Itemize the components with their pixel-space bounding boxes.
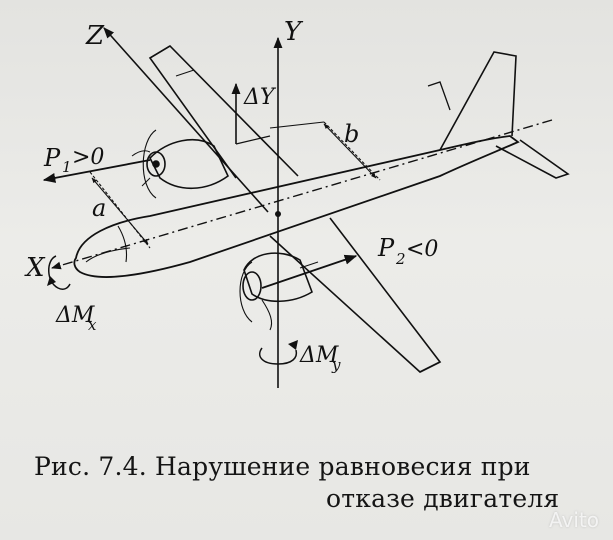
delta-y-label: ΔY [243, 85, 277, 110]
x-axis-label: X [24, 253, 46, 283]
thrust-vector-p2 [261, 254, 358, 289]
dimension-a [89, 171, 151, 249]
p1-label: P 1 >0 [43, 144, 104, 176]
horizontal-stabilizer [495, 139, 570, 179]
dimension-a-label: a [92, 194, 106, 222]
p2-label: P 2 <0 [377, 234, 438, 268]
p1-symbol: P [43, 144, 61, 172]
p2-subscript: 2 [395, 250, 406, 268]
center-of-mass [275, 211, 281, 217]
figure-caption-line-2: отказе двигателя [326, 484, 560, 513]
moment-x-arrow [47, 255, 71, 290]
p2-relation: <0 [406, 237, 438, 262]
dimension-b [269, 121, 381, 181]
left-wing [148, 44, 299, 179]
fuselage [73, 135, 520, 278]
z-axis [103, 27, 269, 213]
p1-relation: >0 [72, 145, 104, 170]
avito-watermark: Avito [549, 508, 599, 532]
moment-y-subscript: y [331, 356, 341, 374]
p2-symbol: P [377, 234, 395, 262]
p1-subscript: 1 [62, 158, 72, 176]
figure-caption-line-1: Рис. 7.4. Нарушение равновесия при [34, 452, 531, 481]
dimension-b-label: b [344, 120, 359, 148]
moment-x-subscript: x [88, 316, 97, 334]
vertical-tail [427, 51, 517, 151]
left-engine [131, 129, 230, 199]
moment-y-label: ΔM y [299, 343, 341, 374]
delta-y-vector [231, 82, 271, 145]
moment-y-arrow [258, 340, 298, 365]
thrust-vector-p1 [42, 159, 151, 183]
y-axis-label: Y [284, 17, 304, 47]
right-engine [239, 252, 313, 331]
moment-x-label: ΔM x [55, 303, 97, 334]
moment-y-symbol: ΔM [299, 343, 339, 368]
moment-x-symbol: ΔM [55, 303, 95, 328]
z-axis-label: Z [85, 21, 105, 51]
